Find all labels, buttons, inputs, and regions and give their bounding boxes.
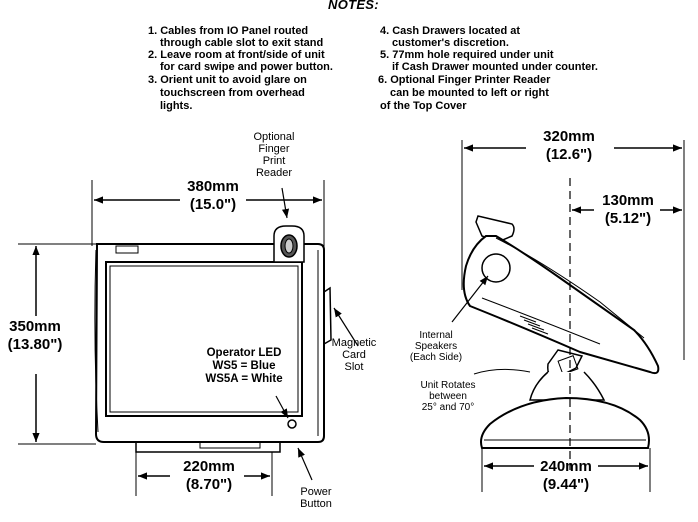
card-slot-label: Magnetic Card Slot [331, 337, 377, 373]
dimension-side-base [481, 448, 651, 492]
note-line: of the Top Cover [380, 100, 467, 112]
note-line: 5. 77mm hole required under unit [380, 49, 554, 61]
note-line: 2. Leave room at front/side of unit [148, 49, 325, 61]
speakers-label: Internal Speakers (Each Side) [409, 330, 463, 363]
operator-led-label: Operator LED WS5 = Blue WS5A = White [205, 347, 283, 385]
notes-title: NOTES: [328, 0, 379, 12]
front-width-dimension-label: 380mm (15.0") [187, 178, 239, 213]
front-view-unit [94, 243, 332, 453]
note-line: 3. Orient unit to avoid glare on [148, 74, 307, 86]
front-height-dimension-label: 350mm (13.80") [7, 318, 63, 353]
note-line: 6. Optional Finger Printer Reader [378, 74, 551, 86]
side-depth-dimension-label: 320mm (12.6") [543, 128, 595, 163]
note-line: customer's discretion. [392, 37, 509, 49]
note-line: 4. Cash Drawers located at [380, 25, 521, 37]
fingerprint-reader-icon [273, 225, 305, 263]
note-line: can be mounted to left or right [390, 87, 549, 99]
dimension-side-depth [461, 140, 685, 360]
dimension-front-height [18, 243, 96, 445]
rotation-arc [473, 368, 531, 375]
side-base-dimension-label: 240mm (9.44") [540, 458, 592, 493]
leader-speakers [451, 275, 489, 323]
note-line: lights. [160, 100, 193, 112]
rotate-label: Unit Rotates between 25° and 70° [420, 380, 476, 413]
dimension-front-base [135, 452, 273, 496]
note-line: if Cash Drawer mounted under counter. [392, 61, 598, 73]
note-line: touchscreen from overhead [160, 87, 305, 99]
note-line: 1. Cables from IO Panel routed [148, 25, 309, 37]
note-line: through cable slot to exit stand [160, 37, 324, 49]
side-offset-dimension-label: 130mm (5.12") [602, 192, 654, 227]
side-view-unit [462, 215, 660, 449]
power-button-label: Power Button [300, 486, 332, 510]
leader-lines-front [275, 187, 359, 481]
note-line: for card swipe and power button. [160, 61, 333, 73]
fingerprint-label: Optional Finger Print Reader [253, 131, 295, 179]
front-base-dimension-label: 220mm (8.70") [183, 458, 235, 493]
